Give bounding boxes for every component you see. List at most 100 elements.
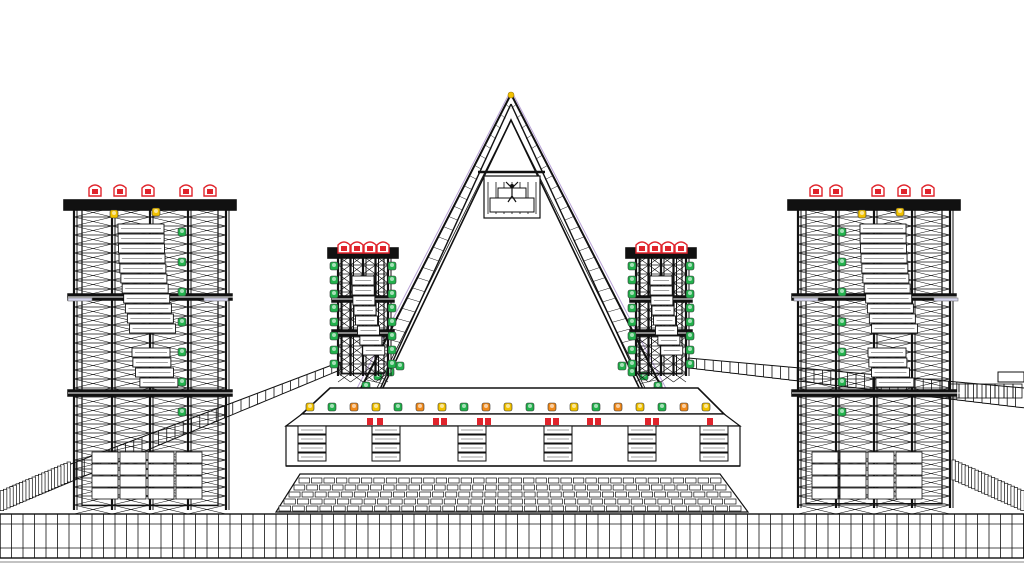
- wash-light: [329, 303, 339, 313]
- right-rear-truss-tower: [625, 241, 698, 383]
- monitor-wedge: [543, 425, 573, 462]
- seat: [415, 505, 428, 512]
- seat: [710, 477, 722, 484]
- seat: [625, 484, 637, 491]
- seat: [651, 484, 663, 491]
- seat: [485, 477, 497, 484]
- wash-light: [387, 345, 397, 355]
- seat: [442, 505, 455, 512]
- barrier-panel: [0, 490, 5, 511]
- seat: [585, 477, 597, 484]
- seat: [615, 491, 627, 498]
- seat: [393, 491, 405, 498]
- seat: [523, 477, 535, 484]
- seat: [657, 498, 670, 505]
- seat: [697, 477, 709, 484]
- wash-light: [837, 227, 847, 237]
- seat: [524, 505, 537, 512]
- deck-light: [371, 402, 381, 412]
- seat: [578, 505, 592, 512]
- seat: [417, 498, 430, 505]
- wash-light: [177, 347, 187, 357]
- moving-head-light: [88, 184, 102, 197]
- seat: [319, 484, 331, 491]
- seat: [361, 477, 373, 484]
- sub-cabinet: [119, 463, 147, 476]
- seat: [714, 484, 727, 491]
- seat: [562, 491, 575, 498]
- wash-light: [627, 367, 637, 377]
- wash-light: [177, 257, 187, 267]
- moving-head-light: [376, 241, 390, 254]
- deck-light: [503, 402, 513, 412]
- seat: [660, 505, 674, 512]
- seat: [693, 491, 706, 498]
- seat: [327, 491, 340, 498]
- spot-bar: [933, 297, 959, 302]
- seat: [537, 498, 550, 505]
- moving-head-light: [113, 184, 127, 197]
- seat: [483, 505, 496, 512]
- front-fixture: [595, 418, 601, 425]
- seat: [602, 491, 614, 498]
- seat: [363, 498, 376, 505]
- seat: [331, 484, 344, 491]
- front-fixture: [485, 418, 491, 425]
- seat: [660, 477, 672, 484]
- seat: [715, 505, 728, 512]
- wash-light: [387, 317, 397, 327]
- seat: [298, 477, 310, 484]
- seat: [410, 477, 423, 484]
- seat: [565, 505, 578, 512]
- deck-light: [657, 402, 667, 412]
- deck-front: [285, 425, 741, 467]
- moving-head-light: [829, 184, 843, 197]
- sub-cabinet: [895, 487, 923, 500]
- seat: [573, 477, 585, 484]
- wash-light: [329, 345, 339, 355]
- seat: [606, 505, 619, 512]
- sub-cabinet: [91, 487, 119, 500]
- sub-cabinet: [867, 463, 895, 476]
- wash-light: [329, 317, 339, 327]
- seat: [288, 491, 301, 498]
- seat: [323, 498, 336, 505]
- seat: [564, 498, 577, 505]
- sub-cabinet: [147, 463, 175, 476]
- seat: [406, 491, 418, 498]
- sub-cabinet: [175, 487, 203, 500]
- wash-light: [387, 303, 397, 313]
- seat: [575, 491, 588, 498]
- wash-light: [685, 317, 695, 327]
- seat: [622, 477, 635, 484]
- wash-light: [837, 347, 847, 357]
- sub-cabinet: [867, 487, 895, 500]
- seat: [549, 491, 562, 498]
- sub-cabinet: [147, 487, 175, 500]
- deck-light: [393, 402, 403, 412]
- wash-light: [837, 377, 847, 387]
- seat: [663, 484, 676, 491]
- seat: [435, 477, 447, 484]
- seat: [457, 498, 470, 505]
- wash-light: [329, 289, 339, 299]
- wash-light: [627, 261, 637, 271]
- seat: [630, 498, 643, 505]
- deck-light: [701, 402, 711, 412]
- moving-head-light: [350, 241, 364, 254]
- sub-cabinet: [147, 475, 175, 488]
- seat: [604, 498, 617, 505]
- wash-light: [177, 227, 187, 237]
- seat: [597, 477, 610, 484]
- seat: [319, 505, 332, 512]
- seat: [510, 505, 523, 512]
- sub-cabinet: [91, 451, 119, 464]
- seat: [497, 505, 510, 512]
- moving-head-light: [897, 184, 911, 197]
- seat: [471, 491, 484, 498]
- seat: [641, 491, 653, 498]
- seat: [380, 491, 392, 498]
- wash-light: [177, 407, 187, 417]
